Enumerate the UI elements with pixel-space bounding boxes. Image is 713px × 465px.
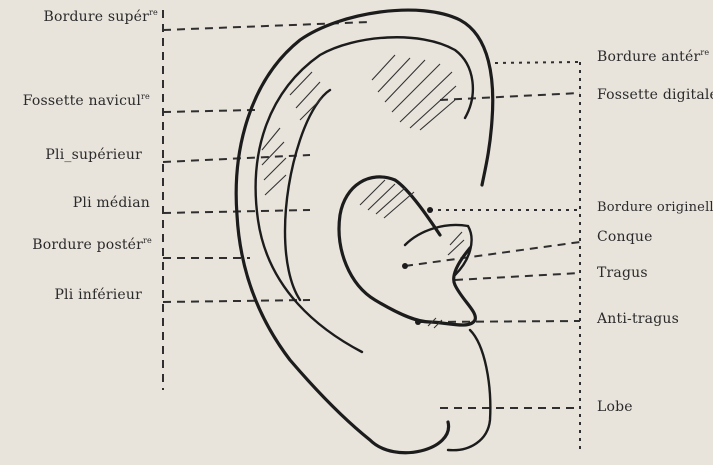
label-tragus: Tragus: [597, 264, 648, 281]
hatching-fossette-digitale: [372, 55, 456, 130]
leader-pli-inferieur: [163, 300, 310, 302]
label-bordure-anterieure: Bordure antérre: [597, 48, 709, 65]
marker-conque: [402, 263, 408, 269]
outer-helix: [236, 10, 493, 453]
label-fossette-digitale: Fossette digitale: [597, 86, 713, 103]
label-bordure-posterieure: Bordure postérre: [2, 236, 152, 253]
label-bordure-superieure: Bordure supérre: [8, 8, 158, 25]
label-pli-inferieur: Pli inférieur: [2, 286, 142, 303]
label-bordure-originelle: Bordure originelle: [597, 198, 713, 215]
leader-conque: [405, 242, 580, 266]
leader-fossette-naviculaire: [163, 110, 255, 112]
hatching-concha: [360, 180, 464, 328]
label-lobe: Lobe: [597, 398, 633, 415]
leader-tragus: [455, 273, 580, 280]
lobe-outline: [448, 330, 490, 450]
marker-anti-tragus: [415, 319, 421, 325]
leader-bordure-anterieure: [495, 62, 580, 63]
label-fossette-naviculaire: Fossette naviculre: [2, 92, 150, 109]
marker-bordure-originelle: [427, 207, 433, 213]
concha: [339, 177, 475, 325]
leader-pli-superieur: [163, 155, 310, 162]
label-pli-superieur: Pli_supérieur: [2, 146, 142, 163]
label-anti-tragus: Anti-tragus: [597, 310, 679, 327]
leader-bordure-superieure: [163, 22, 370, 30]
hatching-antihelix: [262, 72, 322, 195]
antihelix-inner-fold: [285, 90, 330, 300]
leader-fossette-digitale: [440, 93, 580, 100]
label-conque: Conque: [597, 228, 653, 245]
label-pli-median: Pli médian: [2, 194, 150, 211]
